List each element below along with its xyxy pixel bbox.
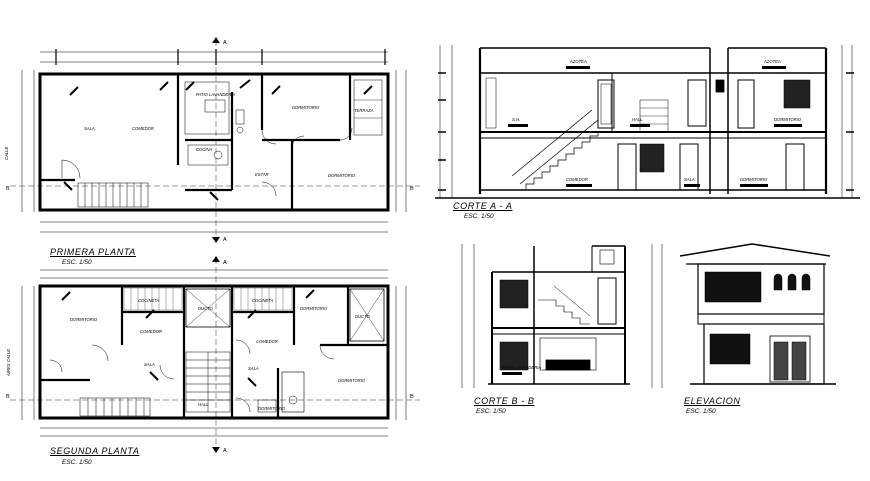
axis-a-bottom-1: A [223,237,227,243]
corte-bb-section [461,244,663,388]
corte-aa-section [435,45,860,199]
label-dormitorio-aa2: DORMITORIO [740,177,768,182]
label-ducto-2: DUCTO [355,314,371,319]
axis-a-top-2: A [223,260,227,266]
title-corte-aa: CORTE A - A [453,201,513,211]
label-patio: PATIO LAVANDERIA [196,92,235,97]
axis-b-left-2: B [6,394,10,400]
label-hall: HALL [198,402,209,407]
axis-b-right-2: B [410,394,414,400]
label-sala-aa: SALA [684,177,695,182]
street-label-2: AIRES CALLE [6,349,11,377]
label-comedor-aa: COMEDOR [566,177,588,182]
label-comedor: COMEDOR [132,126,154,131]
segunda-planta-plan [10,256,420,453]
title-segunda-planta: SEGUNDA PLANTA [50,446,140,456]
label-estar: ESTAR [255,172,269,177]
label-sala: SALA [84,126,95,131]
label-dormitorio-1: DORMITORIO [292,105,320,110]
axis-b-right-1: B [410,186,414,192]
label-ducto-1: DUCTO [198,306,214,311]
label-azotea-2: AZOTEA [763,59,781,64]
label-patio-bb: PATIO LAVANDERIA [502,365,541,370]
label-sala-s1: SALA [144,362,155,367]
axis-a-top-1: A [223,40,227,46]
scale-segunda-planta: ESC. 1/50 [62,459,92,466]
street-label-1: CALLE [4,147,9,160]
axis-b-left-1: B [6,186,10,192]
label-comedor-s1: COMEDOR [140,329,162,334]
label-cocineta-2: COCINETA [252,298,274,303]
label-azotea-1: AZOTEA [569,59,587,64]
primera-planta-plan [10,37,420,243]
label-dormitorio-s4: DORMITORIO [258,406,286,411]
elevacion-facade [679,243,836,385]
label-dormitorio-aa1: DORMITORIO [774,117,802,122]
label-dormitorio-s3: DORMITORIO [338,378,366,383]
scale-primera-planta: ESC. 1/50 [62,259,92,266]
title-primera-planta: PRIMERA PLANTA [50,247,136,257]
label-dormitorio-s2: DORMITORIO [300,306,328,311]
title-corte-bb: CORTE B - B [474,396,535,406]
label-comedor-s2: COMEDOR [256,339,278,344]
label-dormitorio-2: DORMITORIO [328,173,356,178]
scale-elevacion: ESC. 1/50 [686,408,716,415]
scale-corte-bb: ESC. 1/50 [476,408,506,415]
label-cocina: COCINA [196,147,212,152]
label-cocineta-1: COCINETA [138,298,160,303]
label-sh: S.H. [512,117,520,122]
title-elevacion: ELEVACION [684,396,741,406]
label-hall-aa: HALL [632,117,643,122]
label-terraza: TERRAZA [354,108,374,113]
label-dormitorio-s1: DORMITORIO [70,317,98,322]
axis-a-bottom-2: A [223,448,227,454]
scale-corte-aa: ESC. 1/50 [464,213,494,220]
label-sala-s2: SALA [248,366,259,371]
